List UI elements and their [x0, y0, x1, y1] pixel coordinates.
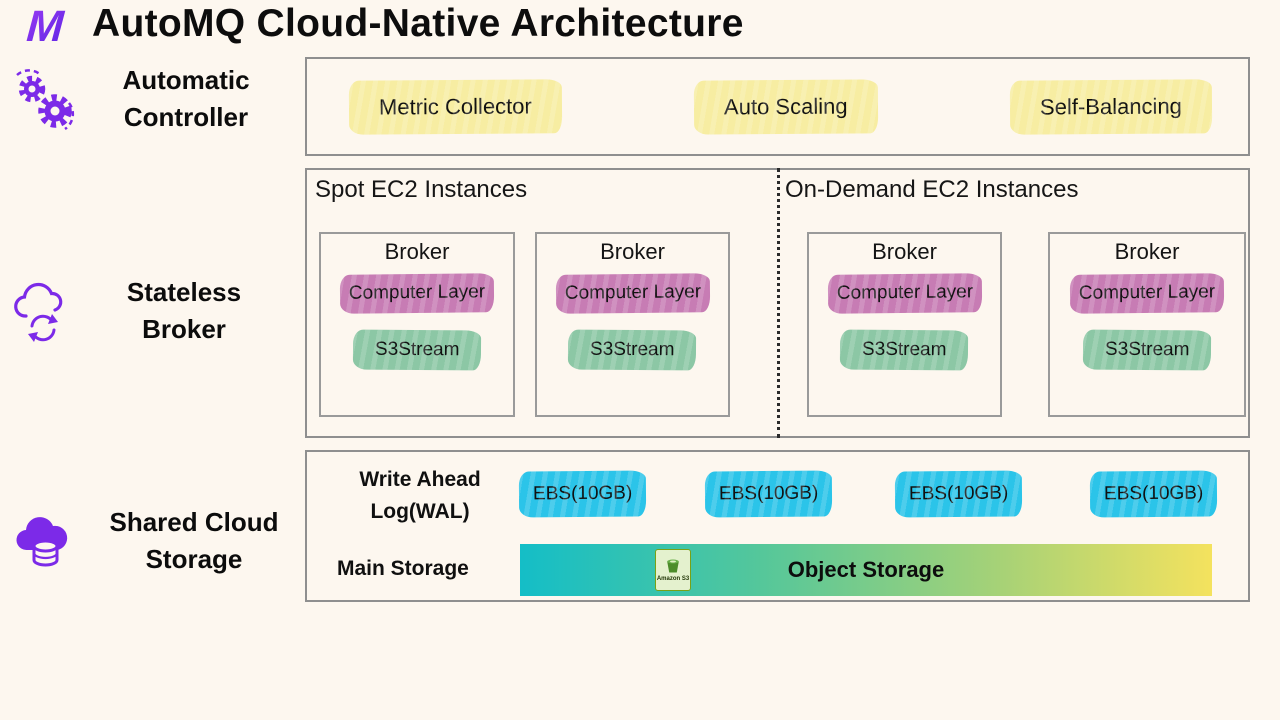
legend-label-automatic-controller: Automatic Controller [122, 65, 250, 132]
computer-layer-chip: Computer Layer [827, 273, 982, 314]
ebs-chip: EBS(10GB) [894, 470, 1023, 518]
spot-ec2-title: Spot EC2 Instances [315, 176, 528, 203]
main-storage-label: Main Storage [337, 557, 469, 580]
broker-title: Broker [872, 239, 937, 264]
broker-box: Broker Computer Layer S3Stream [319, 232, 515, 417]
computer-layer-chip: Computer Layer [339, 273, 495, 314]
legend-stateless-broker: Stateless Broker [2, 266, 278, 356]
s3-caption: Amazon S3 [656, 576, 690, 583]
amazon-s3-icon: Amazon S3 [655, 549, 691, 591]
cloud-database-icon [4, 504, 86, 578]
s3stream-chip: S3Stream [840, 329, 969, 370]
wal-label: Write Ahead Log(WAL) [359, 468, 481, 523]
object-storage-label: Object Storage [787, 557, 945, 582]
metric-collector-chip: Metric Collector [348, 78, 562, 135]
legend-automatic-controller: Automatic Controller [4, 56, 280, 142]
legend-label-stateless-broker: Stateless Broker [126, 277, 242, 344]
self-balancing-chip: Self-Balancing [1009, 78, 1213, 135]
s3stream-chip: S3Stream [1082, 329, 1212, 370]
broker-box: Broker Computer Layer S3Stream [535, 232, 730, 417]
automatic-controller-panel: Metric Collector Auto Scaling Self-Balan… [305, 57, 1250, 156]
s3-bucket-glyph [667, 559, 679, 573]
broker-title: Broker [600, 239, 665, 264]
page-title: AutoMQ Cloud-Native Architecture [92, 2, 744, 45]
cloud-database-icon-svg [16, 517, 68, 567]
ebs-chip: EBS(10GB) [1089, 470, 1218, 518]
group-divider [777, 168, 780, 438]
computer-layer-chip: Computer Layer [555, 273, 710, 314]
s3stream-chip: S3Stream [352, 329, 482, 370]
auto-scaling-chip: Auto Scaling [694, 78, 878, 135]
broker-groups-panel: Spot EC2 Instances On-Demand EC2 Instanc… [305, 168, 1250, 438]
automq-logo: M [12, 2, 77, 52]
object-storage-bar: Amazon S3 Object Storage [520, 544, 1212, 596]
legend-label-shared-cloud-storage: Shared Cloud Storage [109, 507, 279, 574]
cloud-sync-icon [2, 270, 84, 352]
s3stream-chip: S3Stream [568, 329, 697, 370]
broker-title: Broker [1114, 239, 1180, 264]
gears-sync-icon-svg [16, 69, 75, 131]
broker-box: Broker Computer Layer S3Stream [807, 232, 1002, 417]
on-demand-ec2-title: On-Demand EC2 Instances [785, 176, 1079, 203]
ebs-chip: EBS(10GB) [518, 470, 647, 518]
shared-storage-panel: Write Ahead Log(WAL) EBS(10GB) EBS(10GB)… [305, 450, 1250, 602]
ebs-chip: EBS(10GB) [704, 470, 833, 518]
legend-shared-cloud-storage: Shared Cloud Storage [4, 498, 296, 584]
computer-layer-chip: Computer Layer [1069, 273, 1225, 314]
cloud-sync-icon-svg [14, 282, 63, 342]
broker-title: Broker [384, 239, 450, 264]
gears-sync-icon [4, 59, 86, 139]
broker-box: Broker Computer Layer S3Stream [1048, 232, 1246, 417]
